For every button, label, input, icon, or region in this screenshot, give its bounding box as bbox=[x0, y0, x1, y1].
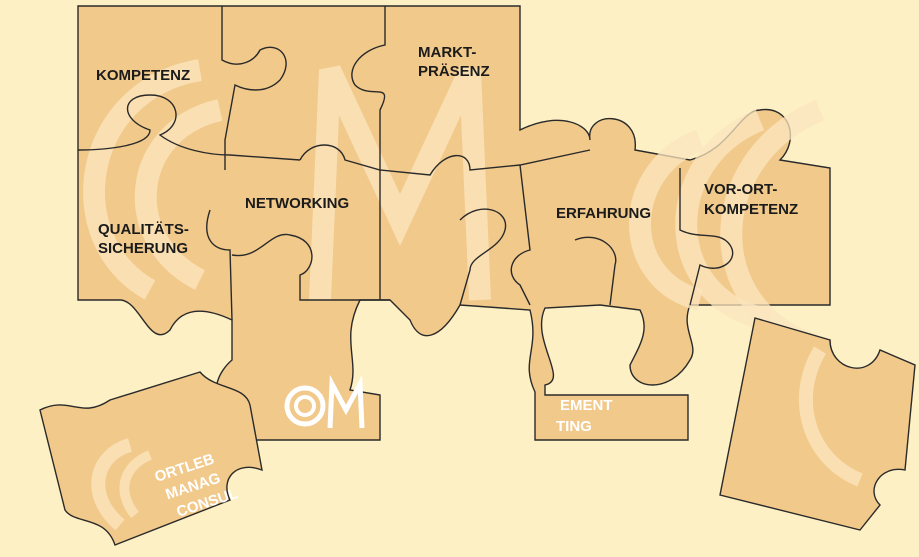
label-qualitaet-line1: QUALITÄTS- bbox=[98, 221, 189, 238]
label-qualitaet-line2: SICHERUNG bbox=[98, 240, 188, 257]
label-networking: NETWORKING bbox=[245, 195, 349, 212]
label-markt-line2: PRÄSENZ bbox=[418, 63, 490, 80]
label-vorort-line2: KOMPETENZ bbox=[704, 201, 798, 218]
omc-logo-icon bbox=[284, 374, 365, 429]
logo-text-ting: TING bbox=[556, 418, 592, 435]
puzzle-piece-logo bbox=[39, 371, 263, 546]
label-markt-line1: MARKT- bbox=[418, 44, 476, 61]
puzzle-piece-loose-right bbox=[719, 317, 916, 531]
watermark-logo bbox=[83, 59, 833, 361]
puzzle-main-block bbox=[77, 5, 833, 441]
label-vorort-line1: VOR-ORT- bbox=[704, 181, 777, 198]
logo-text-ement: EMENT bbox=[560, 397, 613, 414]
label-erfahrung: ERFAHRUNG bbox=[556, 205, 651, 222]
label-kompetenz: KOMPETENZ bbox=[96, 67, 190, 84]
